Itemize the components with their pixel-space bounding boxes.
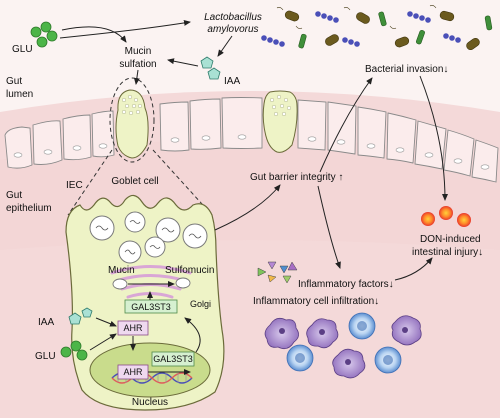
bacteria-cluster <box>261 5 493 51</box>
iaa-molecule-top <box>200 56 214 69</box>
glu-to-ahr-arrow <box>89 333 117 351</box>
gut-epithelium-line2: epithelium <box>6 203 52 214</box>
goblet-granules-2 <box>269 94 292 117</box>
iec-cell <box>62 114 92 161</box>
glu-molecule-cell <box>76 349 88 361</box>
goblet-cell-epithelium <box>115 89 149 159</box>
iec-cell <box>221 97 263 149</box>
gut-epithelium-line1: Gut <box>6 190 22 201</box>
iec-cell <box>4 126 33 169</box>
glu-molecule-top <box>36 36 48 48</box>
lactobacillus-to-iaa-arrow <box>217 35 233 57</box>
lactobacillus-label-line1: Lactobacillus <box>204 12 262 23</box>
inflammatory-cells <box>264 312 422 379</box>
bacteria-to-injury-arrow <box>419 75 448 201</box>
glu-to-bacteria-arrow <box>59 19 191 39</box>
inflammatory-factors-label: Inflammatory factors↓ <box>298 279 394 290</box>
iaa-molecule-top <box>207 67 221 80</box>
gut-barrier-integrity-label: Gut barrier integrity ↑ <box>250 172 343 183</box>
iaa-molecule-cell <box>81 307 93 318</box>
bacterial-invasion-label: Bacterial invasion↓ <box>365 64 448 75</box>
sulfomucin-label: Sulfomucin <box>165 265 214 276</box>
glu-molecule-top <box>30 26 42 38</box>
iec-cell <box>414 120 447 170</box>
gut-lumen-line2: lumen <box>6 89 33 100</box>
inflammatory-factor-triangles <box>257 261 298 284</box>
mucin-sulfation-line1: Mucin <box>125 46 152 57</box>
don-injury-line1: DON-induced <box>420 234 481 245</box>
iaa-molecule-cell <box>68 312 82 325</box>
ahr-label-top: AHR <box>123 323 143 333</box>
iec-cell <box>386 112 417 164</box>
gal3st3-nucleus-label: GAL3ST3 <box>153 354 193 364</box>
glu-top-label: GLU <box>12 44 33 55</box>
mucin-label: Mucin <box>108 265 135 276</box>
glu-molecule-top <box>46 30 58 42</box>
goblet-granules <box>121 94 143 116</box>
gal3st3-export-arrow <box>184 317 201 353</box>
goblet-to-barrier-arrow <box>214 184 281 231</box>
glu-molecule-cell <box>60 346 72 358</box>
inflammation-to-injury-arrow <box>394 257 433 281</box>
zoom-line-left <box>67 149 113 216</box>
lactobacillus-label-line2: amylovorus <box>207 24 258 35</box>
nucleus <box>89 342 211 398</box>
mucin-sulfation-line2: sulfation <box>119 59 156 70</box>
iec-cell <box>189 98 222 150</box>
golgi-label: Golgi <box>190 299 211 309</box>
ahr-box-top <box>117 320 149 336</box>
goblet-cell-label: Goblet cell <box>111 176 158 187</box>
small-vesicles <box>112 277 191 290</box>
goblet-highlight-ellipse <box>109 77 155 163</box>
iec-cell <box>357 106 387 159</box>
gal3st3-golgi-box <box>124 299 178 314</box>
gal3st3-golgi-label: GAL3ST3 <box>131 302 171 312</box>
mucin-sulfation-arrow <box>133 69 140 85</box>
inflammatory-cell-infiltration-label: Inflammatory cell infiltration↓ <box>253 296 379 307</box>
iec-cell <box>159 101 190 152</box>
don-injury-line2: intestinal injury↓ <box>412 247 483 258</box>
iec-cell <box>91 110 115 158</box>
iec-nuclei <box>13 134 490 170</box>
red-blood-cells <box>421 206 471 227</box>
gal3st3-nucleus-box <box>151 351 195 367</box>
nucleus-label: Nucleus <box>132 397 168 408</box>
barrier-to-bacteria-arrow <box>319 77 373 173</box>
gut-lumen-line1: Gut <box>6 76 22 87</box>
iec-label: IEC <box>66 180 83 191</box>
glu-to-lactobacillus-arrow <box>61 26 127 43</box>
iec-cell <box>297 99 327 151</box>
iaa-to-ahr-arrow <box>95 317 117 327</box>
iaa-cell-label: IAA <box>38 317 54 328</box>
iaa-to-mucin-arrow <box>167 58 199 67</box>
iec-cell <box>443 129 475 177</box>
goblet-cell-epithelium-2 <box>262 90 298 153</box>
iaa-top-label: IAA <box>224 76 240 87</box>
mucin-squiggles <box>95 220 202 255</box>
glu-cell-label: GLU <box>35 351 56 362</box>
iec-cell <box>32 120 63 165</box>
ahr-label-bottom: AHR <box>123 367 143 377</box>
iec-cell <box>471 139 499 183</box>
barrier-to-inflammation-arrow <box>317 185 341 269</box>
glu-molecule-top <box>40 21 52 33</box>
glu-molecule-cell <box>70 340 82 352</box>
